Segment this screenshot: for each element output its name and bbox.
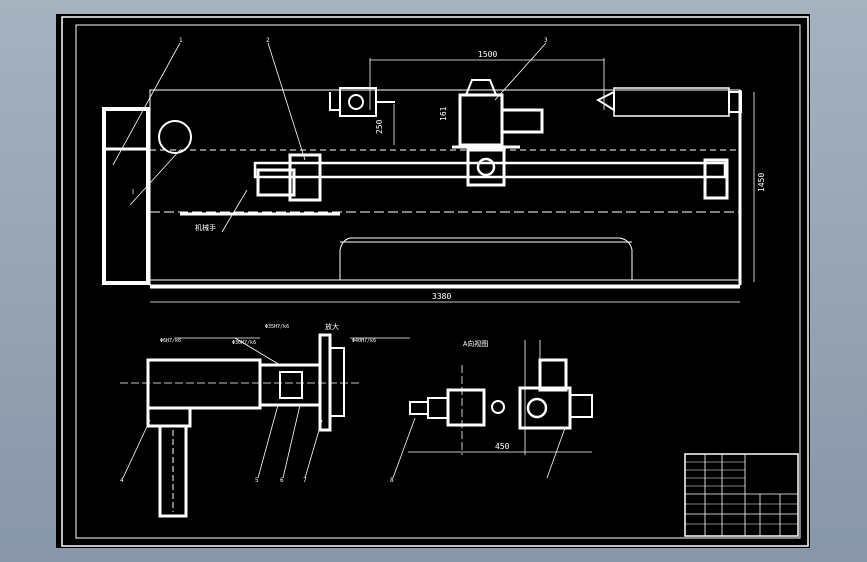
gantry-beam: [253, 161, 727, 179]
vertical-shaft: [158, 424, 188, 518]
dim-bottom-span: 450: [495, 442, 510, 451]
dim-total-length: 3380: [432, 292, 451, 301]
small-note: Ⅰ: [132, 188, 134, 196]
tailstock: [613, 87, 730, 117]
control-cabinet: [102, 107, 150, 285]
inner-frame: [75, 24, 801, 539]
callout-8: 8: [390, 477, 394, 484]
main-elevation-view: [102, 42, 755, 303]
tolerance-label-3: Φ35H7/k6: [265, 324, 289, 330]
outer-frame: [61, 16, 809, 547]
callout-4: 4: [120, 477, 124, 484]
callout-5: 5: [255, 477, 259, 484]
view-a-label: A向视图: [463, 339, 488, 348]
callout-6: 6: [280, 477, 284, 484]
title-block: [684, 453, 799, 537]
drive-motor: [458, 93, 504, 147]
callout-7: 7: [303, 477, 307, 484]
dim-top-width: 1500: [478, 50, 497, 59]
dim-center-height: 250: [375, 119, 384, 134]
carriage: [466, 148, 506, 187]
detail-view-left: [120, 333, 410, 518]
tolerance-label-4: Φ40H7/k6: [352, 338, 376, 344]
tolerance-label-1: Φ6H7/k6: [160, 338, 181, 344]
callout-3: 3: [544, 37, 548, 44]
enlarge-label: 放大: [325, 322, 339, 331]
dim-small-height: 161: [439, 106, 448, 121]
view-a: [392, 340, 593, 479]
dim-total-height: 1450: [757, 173, 766, 192]
manipulator-label: 机械手: [195, 223, 216, 232]
tolerance-label-2: Φ30H7/k6: [232, 340, 256, 346]
callout-1: 1: [179, 37, 183, 44]
headstock: [339, 87, 377, 117]
callout-2: 2: [266, 37, 270, 44]
motor-circle: [158, 120, 192, 154]
